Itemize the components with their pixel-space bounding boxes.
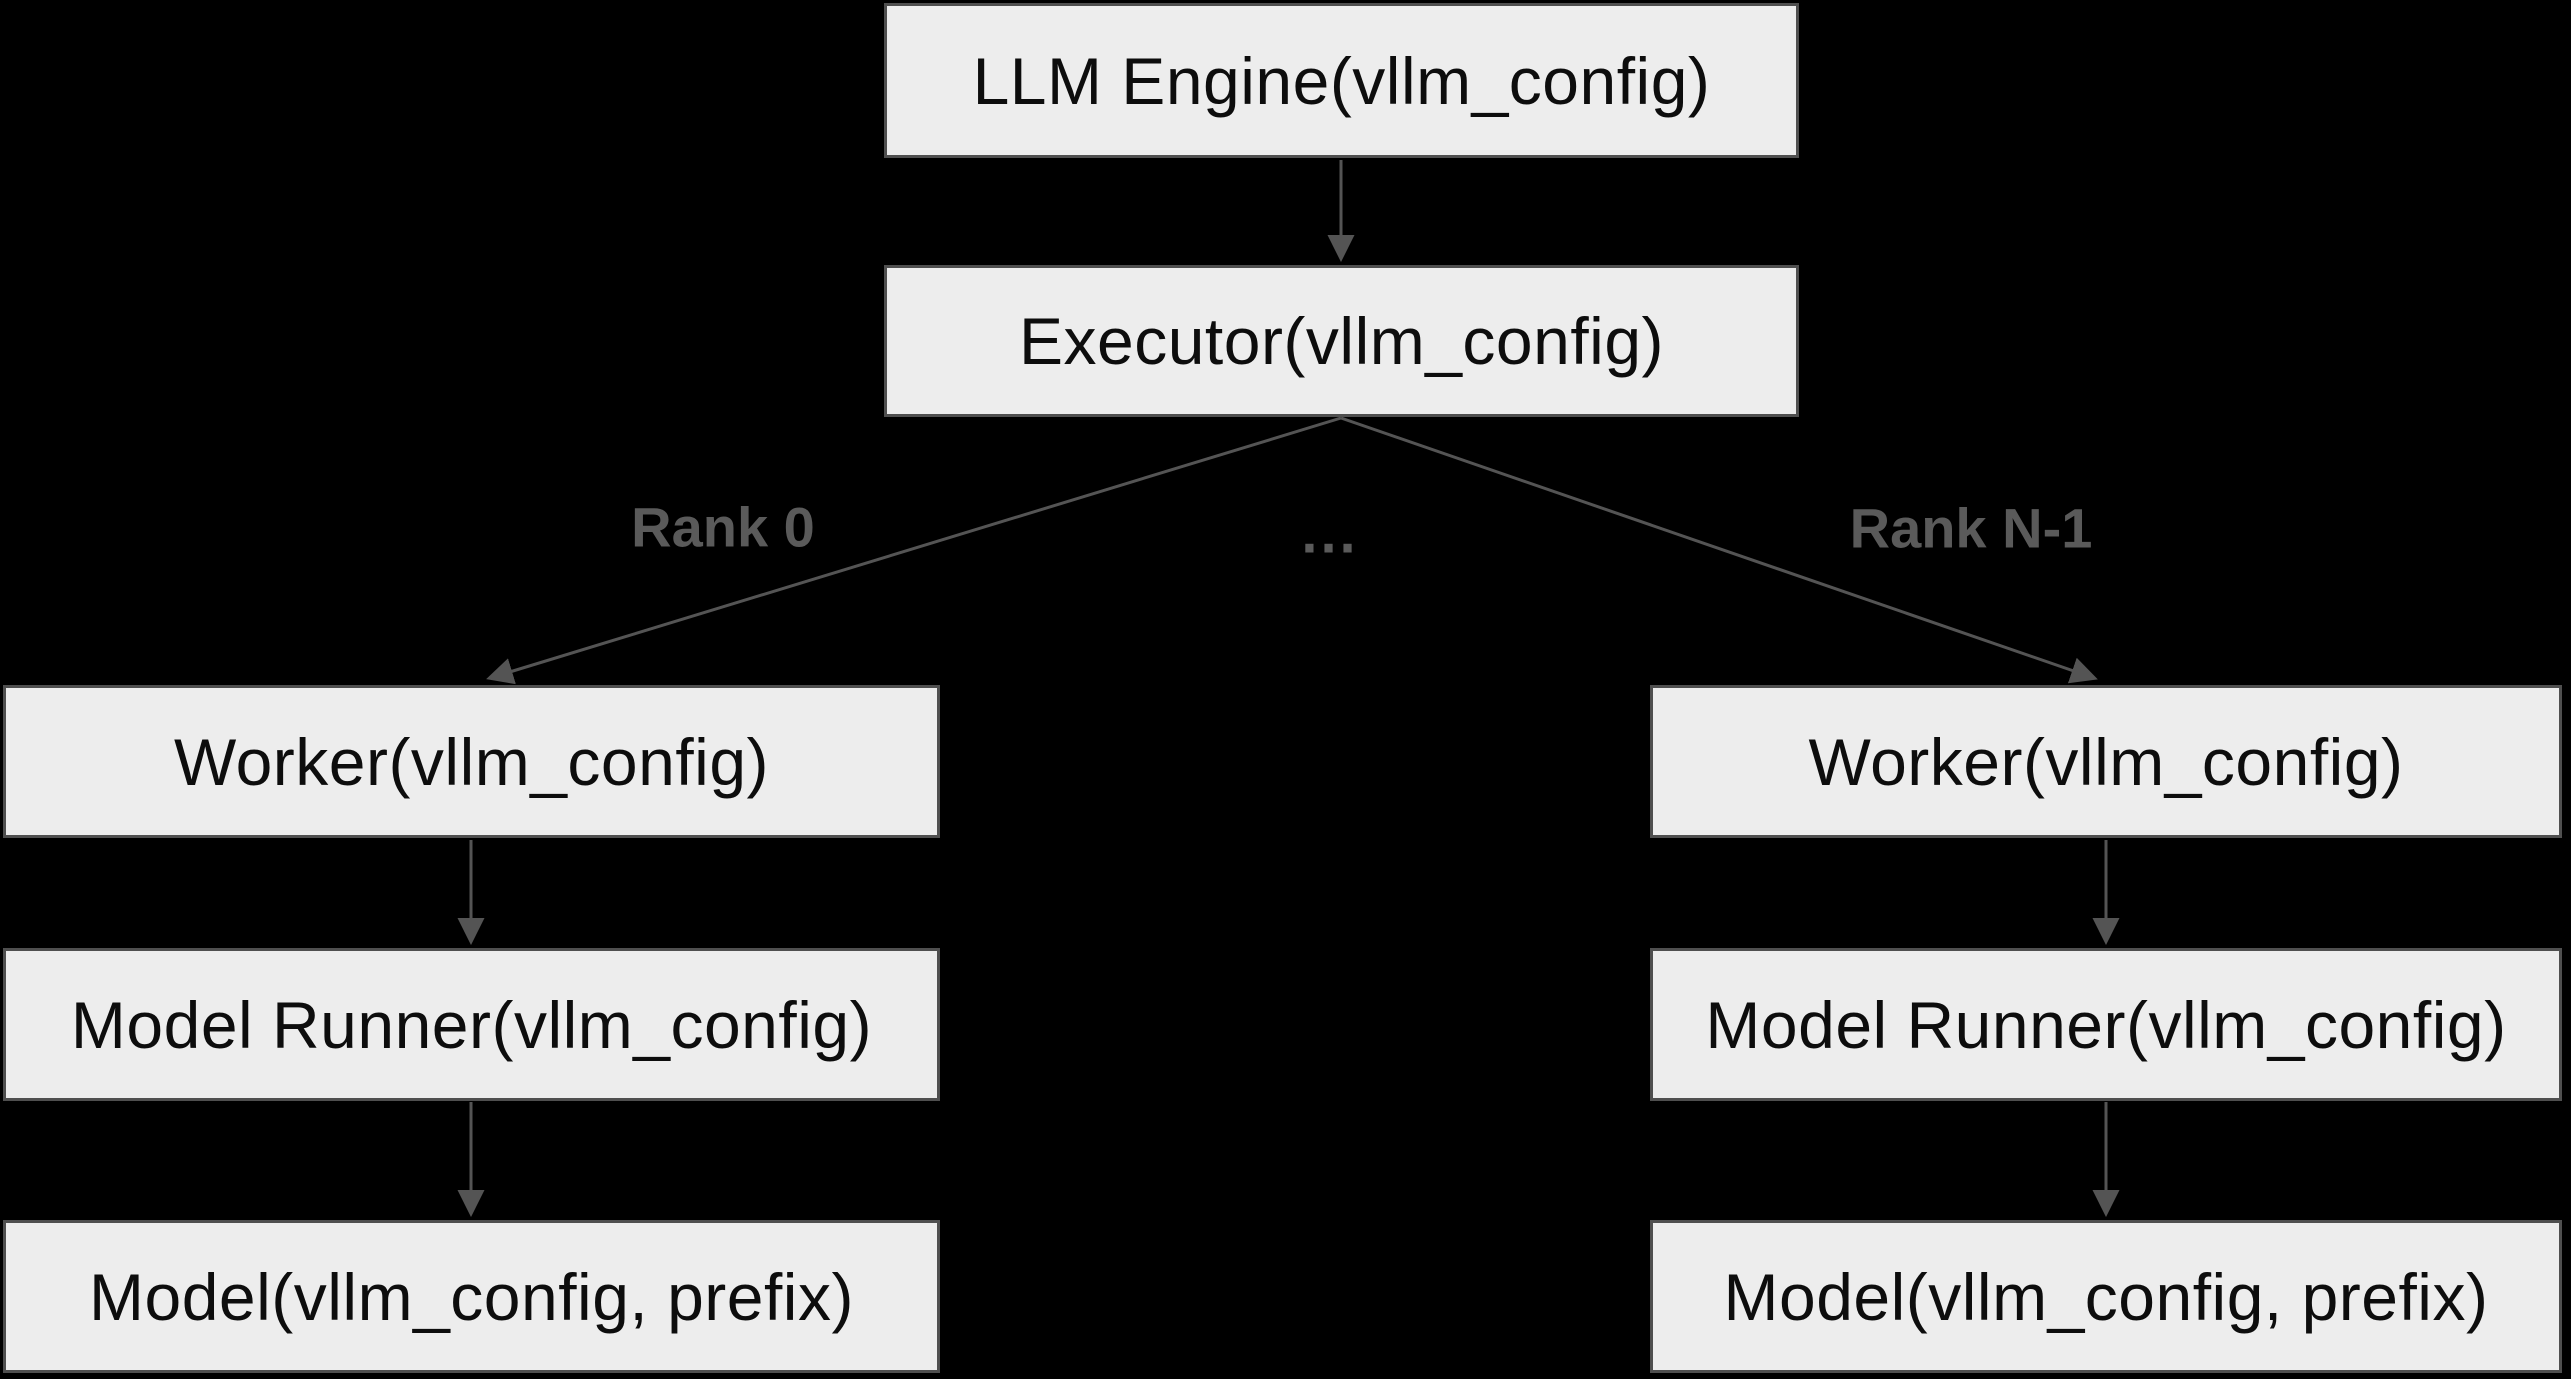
node-model-rank-0: Model(vllm_config, prefix)	[3, 1220, 940, 1373]
edge-executor-to-worker-n	[1340, 416, 2098, 684]
node-llm-engine: LLM Engine(vllm_config)	[884, 3, 1799, 158]
edge-executor-to-worker-0	[486, 416, 1342, 685]
edge-label-ellipsis: ...	[1301, 500, 1359, 566]
node-executor: Executor(vllm_config)	[884, 265, 1799, 417]
node-worker-rank-0: Worker(vllm_config)	[3, 685, 940, 838]
edge-label-rank-n-1: Rank N-1	[1849, 496, 2093, 560]
edge-label-rank-0: Rank 0	[631, 495, 815, 559]
node-model-rank-n: Model(vllm_config, prefix)	[1650, 1220, 2562, 1373]
node-model-runner-rank-0: Model Runner(vllm_config)	[3, 948, 940, 1101]
node-model-runner-rank-n: Model Runner(vllm_config)	[1650, 948, 2562, 1101]
node-worker-rank-n: Worker(vllm_config)	[1650, 685, 2562, 838]
